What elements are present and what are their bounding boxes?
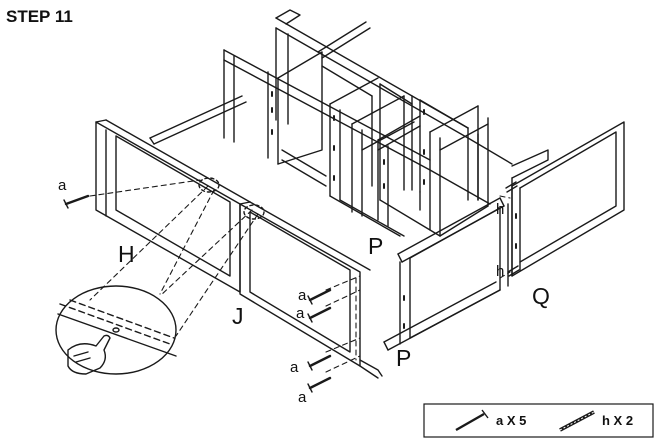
legend-dowel-h: h X 2 bbox=[602, 413, 633, 428]
label-P-top: P bbox=[368, 233, 383, 259]
detail-connectors bbox=[89, 185, 259, 337]
detail-circle-1 bbox=[198, 177, 220, 193]
legend-screw-a: a X 5 bbox=[496, 413, 526, 428]
lower-front-frame bbox=[399, 203, 509, 345]
label-a-1: a bbox=[298, 287, 307, 304]
dowel-h-top bbox=[505, 181, 518, 193]
screw-icon bbox=[307, 376, 332, 393]
label-Q: Q bbox=[532, 283, 550, 309]
screw-guides bbox=[89, 179, 511, 373]
detail-circle-2 bbox=[243, 204, 265, 220]
step-title: STEP 11 bbox=[6, 7, 73, 26]
dowel-icon bbox=[559, 410, 595, 432]
label-J: J bbox=[232, 303, 244, 329]
screw-icon bbox=[307, 288, 332, 305]
label-a-left: a bbox=[58, 177, 67, 194]
label-h-top: h bbox=[496, 201, 504, 218]
screw-icon bbox=[307, 354, 332, 371]
screw-icon bbox=[455, 409, 489, 432]
label-P-bottom: P bbox=[396, 345, 411, 371]
rail-P-top bbox=[397, 197, 505, 263]
panel-J bbox=[239, 201, 371, 367]
label-a-4: a bbox=[298, 389, 307, 406]
hardware-legend: a X 5 h X 2 bbox=[423, 403, 654, 438]
label-H: H bbox=[118, 241, 135, 267]
label-a-3: a bbox=[290, 359, 299, 376]
rail-P-bottom bbox=[359, 281, 501, 379]
screw-icon bbox=[63, 194, 90, 209]
label-a-2: a bbox=[296, 305, 305, 322]
panel-Q bbox=[511, 121, 625, 277]
screw-icon bbox=[307, 306, 332, 323]
back-rod bbox=[149, 95, 247, 145]
magnified-detail bbox=[55, 285, 177, 375]
upper-cabinet-frame bbox=[223, 9, 513, 237]
dowel-h-bottom bbox=[507, 265, 520, 277]
hole-markers bbox=[271, 91, 517, 329]
label-h-bottom: h bbox=[496, 263, 504, 280]
